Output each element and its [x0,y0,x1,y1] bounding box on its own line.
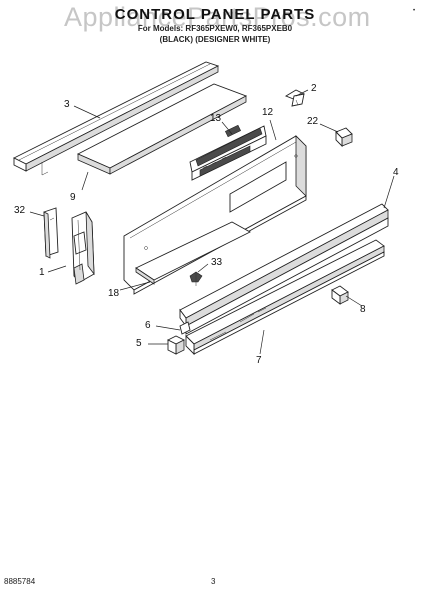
callout-32: 32 [14,205,26,216]
callout-18: 18 [108,288,120,299]
page-number: 3 [211,577,216,586]
callout-2: 2 [311,83,317,94]
part-1-end-bracket[interactable] [71,211,95,285]
part-22-bracket[interactable] [335,127,353,148]
part-2-clip[interactable] [284,89,305,107]
callout-1: 1 [39,267,45,278]
part-3-top-trim[interactable] [12,61,220,176]
part-5-end-cap[interactable] [166,335,186,355]
callout-8: 8 [360,304,366,315]
callout-3: 3 [64,99,70,110]
part-8-end-bracket[interactable] [331,285,349,305]
callout-13: 13 [210,113,222,124]
model-line: For Models: RF365PXEW0, RF365PXEB0 [137,24,293,33]
callout-22: 22 [307,116,319,127]
callout-7: 7 [256,355,262,366]
callout-6: 6 [145,320,151,331]
figure-number: 8885784 [4,577,36,586]
callout-33: 33 [211,257,223,268]
part-18-lower-flange[interactable] [135,221,251,285]
part-13-control-board[interactable] [189,124,267,181]
callout-5: 5 [136,338,142,349]
part-6-rail-end[interactable] [179,321,191,335]
callout-9: 9 [70,192,76,203]
corner-mark: • [413,8,416,14]
watermark-logo: AppliancePartsPros.com [64,2,371,32]
part-32-end-cap[interactable] [43,207,59,259]
callout-12: 12 [262,107,274,118]
part-4-front-trim[interactable] [179,203,389,335]
diagram-title: CONTROL PANEL PARTS [114,6,316,23]
part-7-lower-trim[interactable] [185,239,385,356]
callout-4: 4 [393,167,399,178]
color-line: (BLACK) (DESIGNER WHITE) [159,35,271,44]
part-9-panel-shelf[interactable] [76,83,248,175]
part-33-screw[interactable] [189,271,203,286]
leader-lines [29,89,395,355]
